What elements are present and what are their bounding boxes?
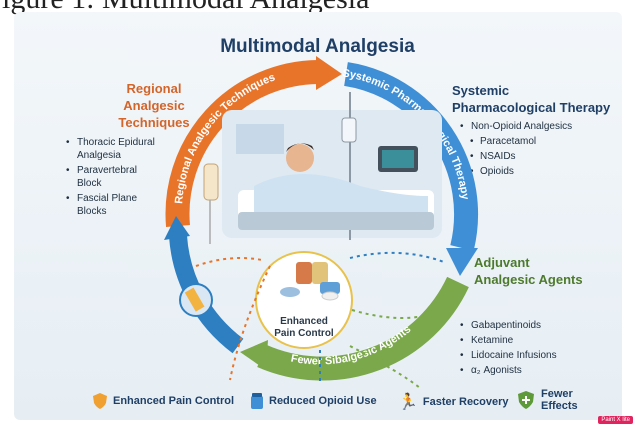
figure-caption-cut: igure 1: Multimodal Analgesia bbox=[0, 0, 635, 14]
benefit-reduced-opioid: Reduced Opioid Use bbox=[250, 392, 377, 410]
center-label-line: Enhanced bbox=[280, 316, 328, 327]
benefit-label: Reduced Opioid Use bbox=[269, 395, 377, 407]
center-label-line: Pain Control bbox=[274, 328, 334, 339]
systemic-arc bbox=[343, 62, 478, 251]
watermark-badge: Paint X lite bbox=[598, 416, 633, 424]
list-item: Paravertebral Block bbox=[66, 164, 156, 190]
list-item: Gabapentinoids bbox=[460, 319, 620, 332]
regional-arc bbox=[165, 60, 319, 228]
fewer-arrowhead bbox=[240, 340, 268, 370]
adjuvant-title-line: Analgesic Agents bbox=[474, 272, 583, 287]
infusion-pump-icon bbox=[179, 283, 213, 317]
systemic-title-line: Pharmacological Therapy bbox=[452, 100, 611, 115]
regional-list: Thoracic Epidural Analgesia Paravertebra… bbox=[66, 136, 156, 220]
systemic-arrowhead bbox=[446, 248, 478, 276]
page-title: Multimodal Analgesia bbox=[220, 36, 415, 57]
regional-title-line: Analgesic bbox=[123, 98, 185, 113]
benefit-label: Faster Recovery bbox=[422, 396, 509, 408]
benefit-label: Enhanced Pain Control bbox=[113, 395, 235, 407]
list-item: Paracetamol bbox=[460, 135, 620, 148]
patient-illustration bbox=[203, 92, 442, 244]
benefit-enhanced-pain-control: Enhanced Pain Control bbox=[92, 392, 234, 410]
regional-title-line: Regional bbox=[126, 81, 182, 96]
regional-title-line: Techniques bbox=[118, 115, 190, 130]
list-item: Ketamine bbox=[460, 334, 620, 347]
center-label: Enhanced Pain Control bbox=[258, 316, 350, 340]
medicine-icon bbox=[280, 262, 340, 301]
fewer-arc bbox=[257, 276, 469, 381]
list-item: Non-Opioid Analgesics bbox=[460, 120, 620, 133]
shield-icon bbox=[93, 393, 107, 409]
benefit-label: Fewer Effects bbox=[541, 388, 578, 412]
benefit-fewer-effects: Fewer Effects bbox=[516, 388, 583, 412]
regional-title: Regional Analgesic Techniques bbox=[104, 80, 204, 131]
systemic-title: Systemic Pharmacological Therapy bbox=[452, 82, 622, 116]
running-person-icon: 🏃 bbox=[398, 394, 418, 411]
adjuvant-title-line: Adjuvant bbox=[474, 255, 530, 270]
return-arrowhead bbox=[164, 216, 190, 240]
systemic-title-line: Systemic bbox=[452, 83, 510, 98]
shield-plus-icon bbox=[518, 391, 534, 409]
adjuvant-title: Adjuvant Analgesic Agents bbox=[474, 254, 624, 288]
list-item: NSAIDs bbox=[460, 150, 620, 163]
pill-bottle-icon bbox=[251, 393, 263, 409]
list-item: α₂ Agonists bbox=[460, 364, 620, 377]
list-item: Fascial Plane Blocks bbox=[66, 192, 156, 218]
list-item: Thoracic Epidural Analgesia bbox=[66, 136, 156, 162]
connector-lines bbox=[195, 251, 461, 389]
adjuvant-list: Gabapentinoids Ketamine Lidocaine Infusi… bbox=[460, 319, 620, 379]
regional-arrowhead bbox=[316, 56, 342, 90]
benefit-faster-recovery: 🏃 Faster Recovery bbox=[398, 392, 509, 412]
list-item: Lidocaine Infusions bbox=[460, 349, 620, 362]
